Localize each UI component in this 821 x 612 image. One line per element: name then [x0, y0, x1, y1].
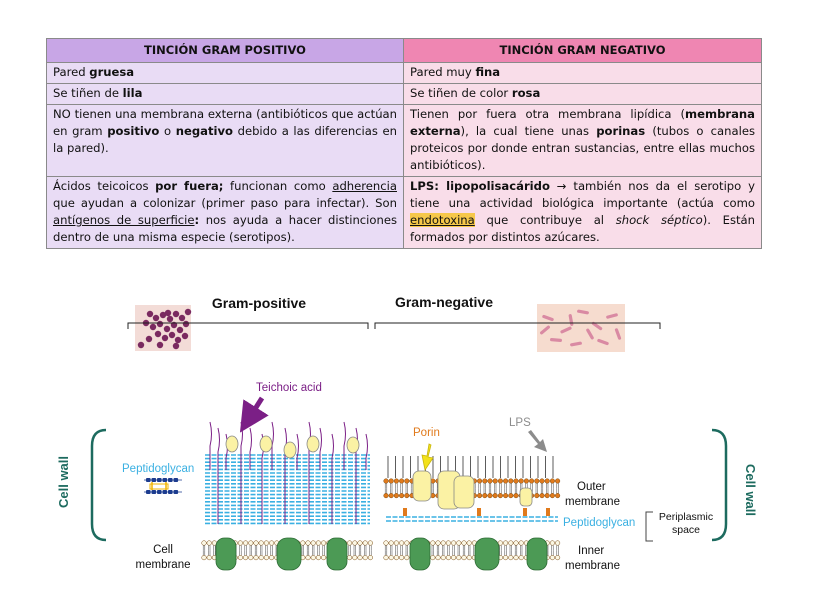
- gram-negative-micrograph: [537, 304, 625, 352]
- lps-arrow: [528, 430, 547, 452]
- row1-positive-cell: Pared gruesa: [46, 62, 404, 84]
- cell-wall-left-label: Cell wall: [56, 456, 71, 508]
- peptidoglycan-right-label: Peptidoglycan: [563, 517, 635, 529]
- peptidoglycan-structure-icon: [144, 478, 182, 494]
- row3-negative-cell: Tienen por fuera otra membrana lipídica …: [403, 104, 762, 177]
- gram-negative-title: Gram-negative: [395, 294, 493, 310]
- table-row: Se tiñen de lila Se tiñen de color rosa: [46, 83, 762, 105]
- inner-membrane-label-line1: Inner: [578, 545, 604, 557]
- row2-negative-cell: Se tiñen de color rosa: [403, 83, 762, 105]
- gram-negative-outer-membrane: [383, 456, 561, 516]
- cell-wall-right-label: Cell wall: [743, 464, 758, 516]
- outer-membrane-label-line1: Outer: [577, 481, 606, 493]
- teichoic-acid-arrow: [239, 396, 269, 433]
- periplasmic-label-line1: Periplasmic: [659, 511, 713, 523]
- porin-arrow: [421, 443, 434, 472]
- row4-positive-cell: Ácidos teicoicos por fuera; funcionan co…: [46, 176, 404, 249]
- gram-positive-bracket: [127, 322, 369, 329]
- gram-positive-micrograph: [135, 305, 192, 351]
- cell-wall-left-brace: [90, 428, 107, 542]
- comparison-table: TINCIÓN GRAM POSITIVO TINCIÓN GRAM NEGAT…: [46, 38, 762, 249]
- gram-positive-peptidoglycan-layer: [205, 454, 370, 525]
- gram-positive-cell-membrane: [201, 537, 373, 571]
- peptidoglycan-left-label: Peptidoglycan: [122, 463, 194, 475]
- inner-membrane-label-line2: membrane: [565, 560, 620, 572]
- lps-label: LPS: [509, 417, 531, 429]
- header-gram-positive: TINCIÓN GRAM POSITIVO: [46, 38, 404, 63]
- porin-label: Porin: [413, 427, 440, 439]
- table-header-row: TINCIÓN GRAM POSITIVO TINCIÓN GRAM NEGAT…: [46, 38, 762, 63]
- teichoic-acid-chains: [209, 421, 368, 524]
- row1-negative-cell: Pared muy fina: [403, 62, 762, 84]
- gram-negative-inner-membrane: [383, 537, 561, 571]
- teichoic-acid-label: Teichoic acid: [256, 382, 322, 394]
- cell-wall-right-brace: [711, 428, 728, 542]
- row4-negative-cell: LPS: lipopolisacárido → también nos da e…: [403, 176, 762, 249]
- gram-negative-bracket: [374, 322, 661, 329]
- table-row: Pared gruesa Pared muy fina: [46, 62, 762, 84]
- table-row: Ácidos teicoicos por fuera; funcionan co…: [46, 176, 762, 249]
- cell-membrane-label-line1: Cell: [153, 544, 173, 556]
- table-row: NO tienen una membrana externa (antibiót…: [46, 104, 762, 177]
- row3-positive-cell: NO tienen una membrana externa (antibiót…: [46, 104, 404, 177]
- gram-negative-peptidoglycan: [386, 516, 558, 522]
- outer-membrane-label-line2: membrane: [565, 496, 620, 508]
- gram-positive-title: Gram-positive: [212, 295, 306, 311]
- cell-membrane-label-line2: membrane: [136, 559, 191, 571]
- periplasmic-label-line2: space: [672, 524, 700, 536]
- periplasmic-bracket: [645, 511, 653, 542]
